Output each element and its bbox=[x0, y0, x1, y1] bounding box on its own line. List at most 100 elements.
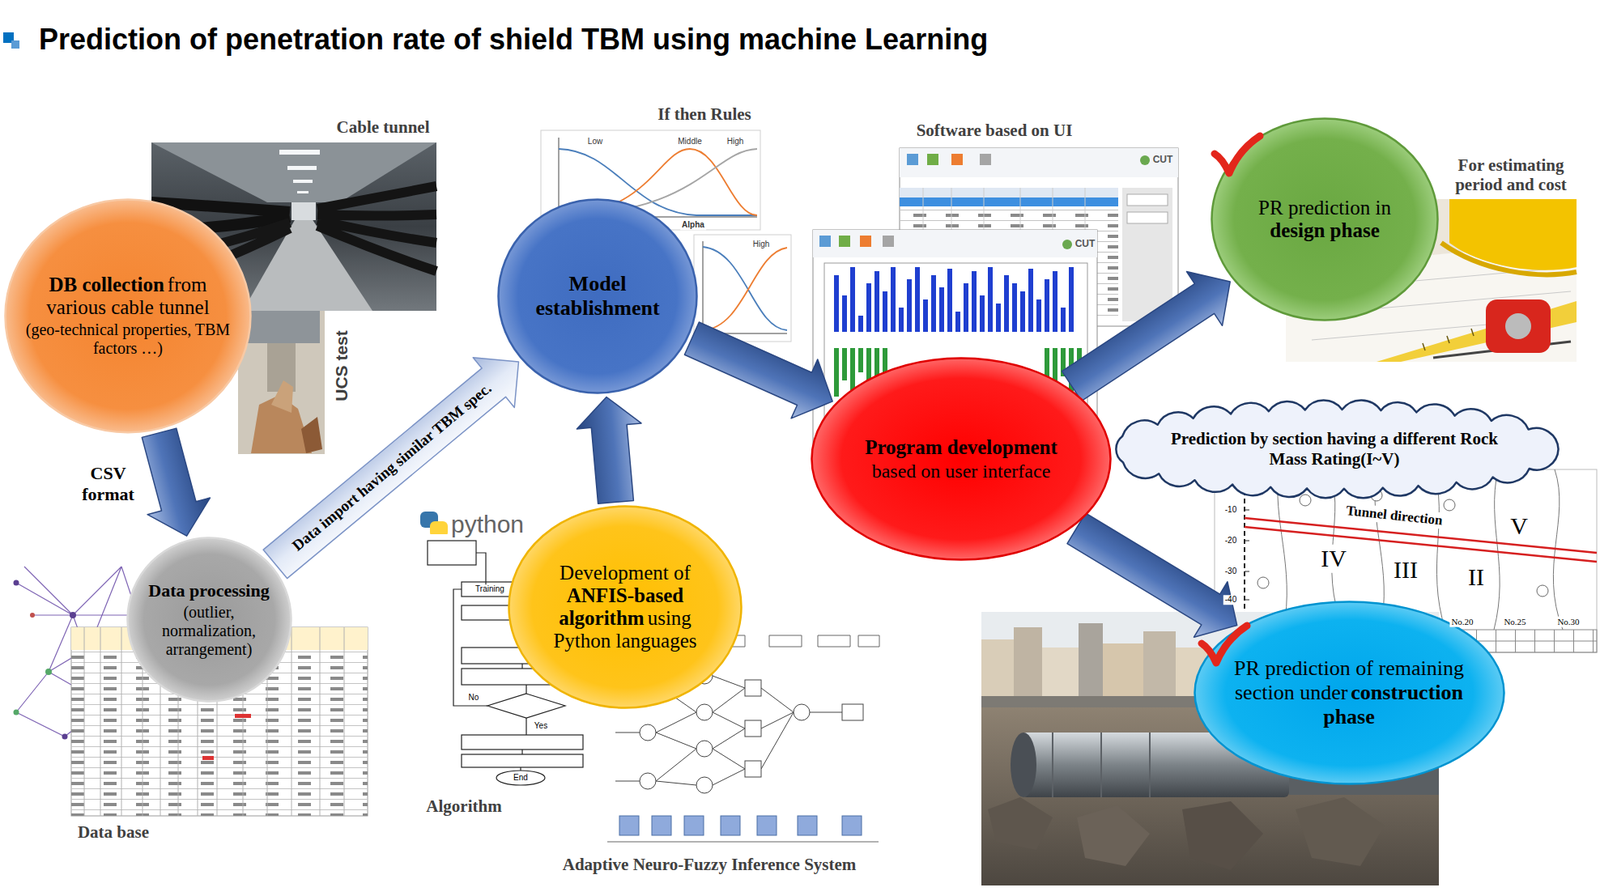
rock-class-marker bbox=[1443, 499, 1456, 511]
figure-label: II bbox=[1466, 563, 1486, 592]
design-phase-circle: PR prediction in design phase bbox=[1210, 117, 1439, 322]
node-label: PR prediction in bbox=[1258, 196, 1392, 219]
tape-measure-hub bbox=[1505, 313, 1532, 340]
node-label: design phase bbox=[1269, 219, 1379, 242]
figure-label: No.25 bbox=[1502, 617, 1528, 628]
label-wrap: Training bbox=[473, 584, 507, 595]
graph-dot bbox=[29, 612, 35, 618]
model-circle: Model establishment bbox=[497, 198, 698, 395]
label-wrap: Middle bbox=[676, 136, 703, 147]
network-node bbox=[639, 724, 656, 741]
network-node bbox=[696, 704, 713, 721]
flow-box bbox=[461, 735, 583, 750]
label-wrap: For estimating period and cost bbox=[1438, 155, 1584, 195]
circle-shape bbox=[5, 199, 252, 433]
node-label: Prediction by section having a different… bbox=[1156, 429, 1513, 470]
block-arrow bbox=[141, 428, 210, 537]
toolbar-icon bbox=[819, 235, 831, 247]
flow-box bbox=[461, 754, 583, 768]
batch-block bbox=[757, 816, 777, 836]
block-arrow bbox=[576, 397, 642, 505]
depth-ticks bbox=[1244, 510, 1250, 600]
edge-label-wrap: CSV format bbox=[71, 463, 146, 506]
label-wrap: High bbox=[725, 136, 746, 147]
figure-label: For estimating period and cost bbox=[1438, 155, 1584, 195]
label-wrap: High bbox=[751, 239, 772, 250]
graph-dot bbox=[69, 612, 77, 619]
network-node bbox=[744, 720, 762, 737]
table-cell-mark bbox=[234, 714, 252, 719]
side-panel bbox=[1122, 187, 1173, 322]
node-label: Model establishment bbox=[520, 272, 675, 321]
photo-ground bbox=[238, 310, 325, 455]
figure-label: CUT bbox=[1075, 238, 1096, 251]
circle-shape bbox=[509, 506, 742, 709]
edge-label: CSV format bbox=[71, 463, 146, 506]
depth-axis bbox=[1243, 474, 1246, 630]
label-wrap: -40 bbox=[1223, 595, 1239, 605]
label-wrap: python bbox=[451, 510, 524, 540]
rock-shard bbox=[271, 380, 294, 413]
chart-frame bbox=[693, 234, 792, 342]
tunnel-light bbox=[279, 149, 320, 155]
label-wrap: Algorithm bbox=[425, 796, 502, 817]
building bbox=[1078, 623, 1103, 705]
label-wrap: IV bbox=[1319, 544, 1349, 574]
batch-block bbox=[684, 816, 704, 836]
curve-low bbox=[702, 246, 788, 331]
figure-label: V bbox=[1508, 512, 1530, 541]
toolbar-icon bbox=[838, 235, 851, 247]
label-wrap: Tunnel direction bbox=[1344, 502, 1446, 529]
label-wrap: No.25 bbox=[1502, 617, 1528, 628]
rock-class-marker bbox=[1536, 585, 1549, 597]
node-shape bbox=[810, 357, 1112, 562]
rock-shard bbox=[301, 417, 323, 454]
node-label: Data processing bbox=[148, 580, 270, 602]
batch-block bbox=[651, 816, 672, 836]
block-arrow bbox=[1062, 272, 1231, 402]
block-arrow bbox=[263, 357, 519, 579]
curve-high bbox=[702, 247, 788, 331]
label-wrap: Yes bbox=[532, 721, 549, 732]
processing-circle: Data processing(outlier, normalization, … bbox=[126, 536, 293, 703]
figure-label: Tunnel direction bbox=[1344, 502, 1446, 529]
window-toolbar bbox=[812, 229, 1098, 258]
figure-label: IV bbox=[1319, 544, 1349, 574]
tape-measure bbox=[1485, 299, 1551, 354]
circle-shape bbox=[127, 537, 291, 702]
figure-label: If then Rules bbox=[657, 104, 752, 124]
figure-label: python bbox=[451, 510, 524, 540]
toolbar-icon bbox=[951, 153, 963, 166]
cut-logo bbox=[1062, 239, 1073, 250]
graph-dot bbox=[13, 710, 20, 716]
figure-label: Low bbox=[586, 136, 605, 147]
cloud-shape bbox=[1116, 400, 1559, 498]
cable-bundle bbox=[317, 186, 437, 272]
figure-label: Cable tunnel bbox=[336, 117, 430, 137]
batch-block bbox=[720, 816, 741, 836]
block-arrow bbox=[1067, 513, 1238, 638]
building bbox=[1013, 627, 1043, 705]
label-wrap: No.30 bbox=[1555, 617, 1581, 628]
rock bbox=[987, 797, 1053, 851]
page-title: Prediction of penetration rate of shield… bbox=[38, 22, 988, 57]
building bbox=[981, 639, 1014, 705]
flow-terminal bbox=[496, 770, 545, 786]
press-frame bbox=[242, 310, 320, 344]
label-wrap: End bbox=[511, 773, 530, 783]
label-wrap: No bbox=[467, 693, 481, 703]
window-toolbar bbox=[899, 148, 1179, 178]
toolbar-icon bbox=[927, 153, 939, 166]
figure-label: -10 bbox=[1223, 505, 1239, 515]
flow-diamond bbox=[487, 693, 566, 719]
node-text: Model establishment bbox=[520, 272, 675, 321]
label-wrap: CUT bbox=[1153, 154, 1174, 166]
node-label: Development of bbox=[559, 561, 691, 584]
label-wrap: CUT bbox=[1075, 238, 1096, 251]
graph-dot bbox=[45, 668, 52, 676]
layer-boxes bbox=[712, 635, 880, 647]
label-wrap: III bbox=[1391, 556, 1420, 585]
tbm-cutter-head bbox=[1010, 732, 1037, 798]
rock bbox=[1076, 805, 1150, 867]
label-wrap: -20 bbox=[1223, 536, 1239, 546]
